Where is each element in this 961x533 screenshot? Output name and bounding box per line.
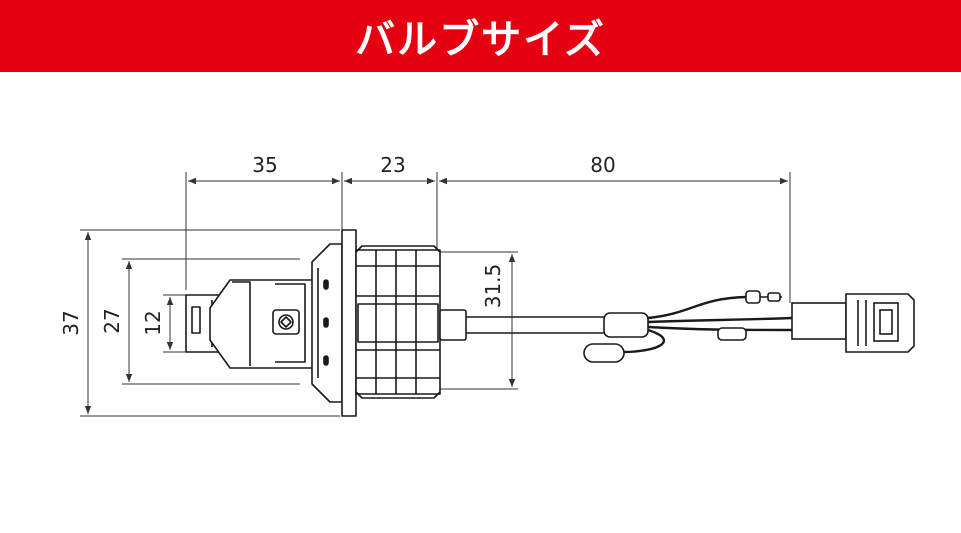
bulb-collar bbox=[311, 243, 343, 403]
heatsink bbox=[355, 245, 441, 399]
harness-connector bbox=[791, 293, 915, 353]
heatsink-dimension bbox=[440, 251, 518, 390]
dim-label-31-5: 31.5 bbox=[481, 264, 505, 309]
title-banner: バルブサイズ bbox=[0, 0, 961, 72]
inline-fuse bbox=[717, 327, 747, 341]
dim-label-37: 37 bbox=[59, 310, 83, 335]
dim-label-23: 23 bbox=[380, 153, 405, 177]
sensor-cap bbox=[583, 343, 625, 363]
left-dimensions bbox=[80, 229, 340, 417]
top-dimensions bbox=[185, 172, 791, 303]
cable-grommet bbox=[439, 309, 467, 341]
pin-terminal bbox=[745, 290, 761, 304]
bulb-flange bbox=[341, 229, 357, 417]
dim-label-27: 27 bbox=[100, 308, 124, 333]
dim-label-12: 12 bbox=[141, 310, 165, 335]
dim-label-35: 35 bbox=[252, 153, 277, 177]
bulb-body bbox=[185, 229, 467, 417]
screw-icon bbox=[272, 309, 300, 335]
dim-label-80: 80 bbox=[590, 153, 615, 177]
led-board bbox=[209, 279, 321, 369]
page-title: バルブサイズ bbox=[355, 17, 606, 63]
wire-harness bbox=[466, 290, 793, 363]
